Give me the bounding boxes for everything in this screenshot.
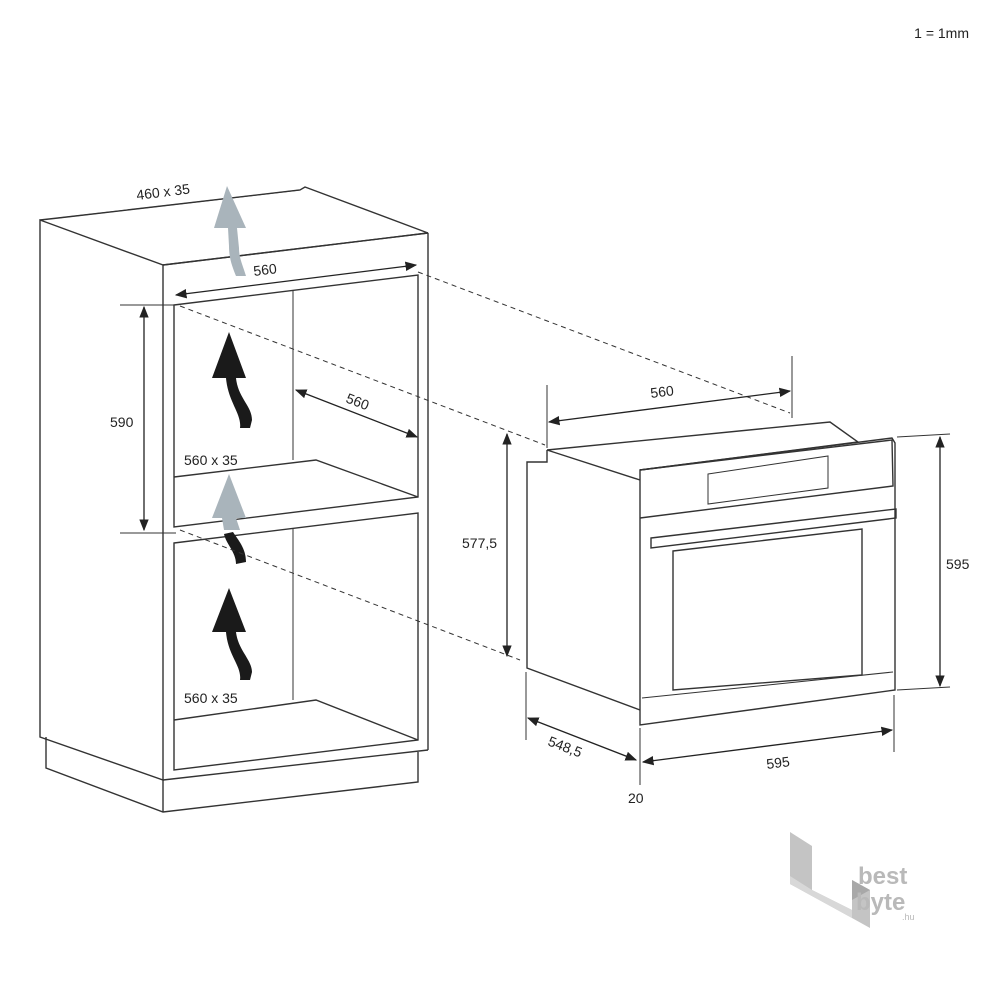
airflow-arrows — [212, 186, 252, 680]
dim-oven-front-height: 595 — [946, 556, 970, 572]
bestbyte-logo: best byte .hu — [790, 832, 915, 928]
logo-text-best: best — [858, 863, 907, 890]
dim-niche-depth: 560 — [344, 390, 372, 413]
oven — [526, 421, 897, 726]
airflow-arrow-lower-icon — [212, 588, 252, 680]
dim-oven-depth: 548,5 — [546, 733, 585, 761]
dim-door-thickness: 20 — [628, 790, 644, 806]
airflow-arrow-upper-icon — [212, 332, 252, 428]
logo-cube-icon — [790, 832, 870, 928]
dim-cabinet-width: 560 — [252, 260, 277, 279]
cabinet-dimensions: 460 x 35 560 590 560 560 x 35 560 x 35 — [110, 181, 419, 706]
dim-niche-height: 590 — [110, 414, 134, 430]
oven-dimensions: 560 577,5 595 548,5 595 20 — [462, 356, 970, 806]
dim-oven-top-width: 560 — [649, 382, 674, 401]
logo-text-byte: byte — [856, 889, 905, 916]
dim-oven-body-height: 577,5 — [462, 535, 497, 551]
cabinet — [39, 186, 429, 813]
dim-shelf-vent-lower: 560 x 35 — [184, 690, 238, 706]
dim-top-vent: 460 x 35 — [135, 181, 190, 203]
airflow-arrow-shelf-icon — [212, 474, 246, 530]
dim-shelf-vent-upper: 560 x 35 — [184, 452, 238, 468]
airflow-arrow-top-icon — [214, 186, 246, 276]
dim-oven-front-width: 595 — [765, 753, 790, 772]
logo-text-suffix: .hu — [902, 912, 915, 922]
airflow-arrow-shelf-tail-icon — [224, 532, 246, 564]
scale-note: 1 = 1mm — [914, 25, 969, 41]
projection-lines — [179, 271, 791, 661]
